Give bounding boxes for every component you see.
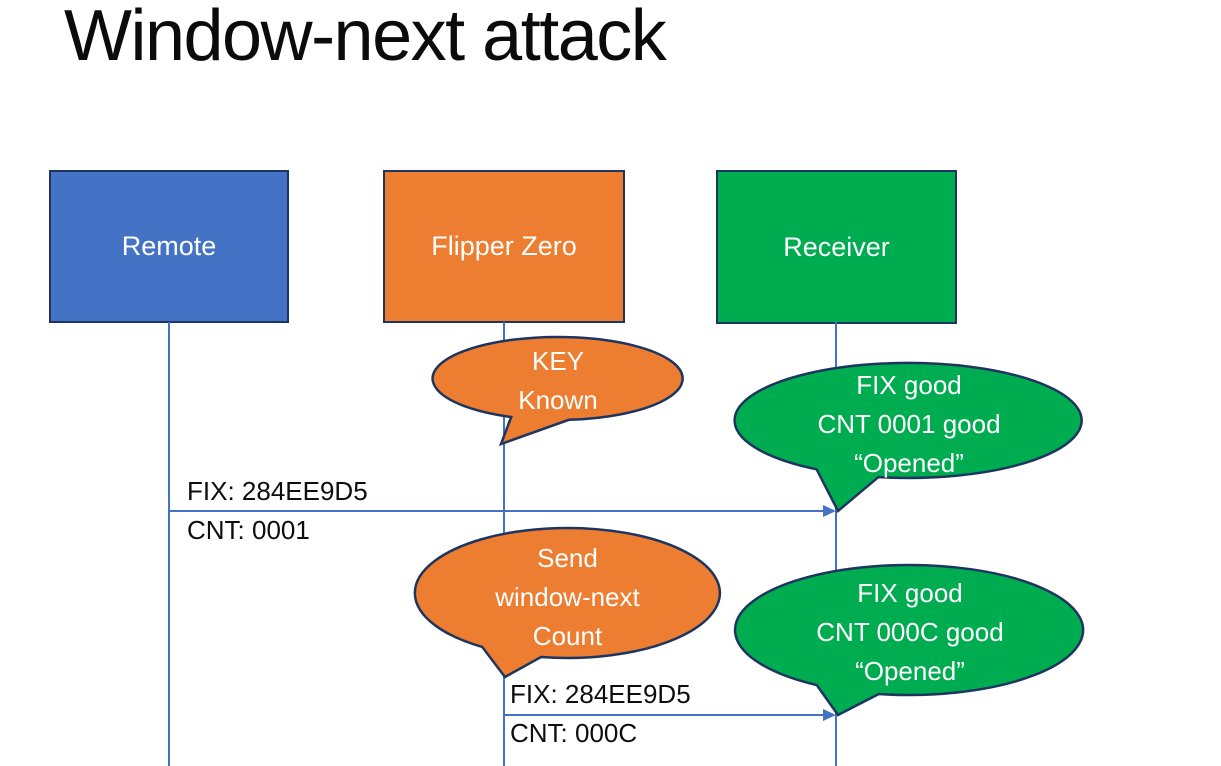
callout-line: FIX good bbox=[856, 370, 962, 400]
actor-label-remote: Remote bbox=[121, 231, 217, 261]
arrow-head-icon bbox=[823, 505, 836, 517]
message2-cnt-label: CNT: 000C bbox=[510, 718, 638, 748]
callout-line: CNT 000C good bbox=[816, 617, 1004, 647]
slide-title: Window-next attack bbox=[64, 0, 667, 76]
callout-text-send-window-next: Send window-next Count bbox=[429, 539, 706, 656]
callout-line: window-next bbox=[495, 582, 640, 612]
callout-line: Known bbox=[518, 385, 598, 415]
callout-line: FIX good bbox=[857, 578, 963, 608]
lifeline-receiver bbox=[835, 322, 837, 766]
arrow-head-icon bbox=[823, 709, 836, 721]
callout-line: Count bbox=[532, 621, 603, 651]
message1-fix-label: FIX: 284EE9D5 bbox=[187, 476, 368, 506]
message1-cnt-label: CNT: 0001 bbox=[187, 515, 310, 545]
callout-line: KEY bbox=[531, 346, 585, 376]
callout-line: Send bbox=[537, 543, 598, 573]
callout-text-opened-1: FIX good CNT 0001 good “Opened” bbox=[758, 366, 1060, 483]
actor-box-remote: Remote bbox=[49, 170, 289, 323]
callout-line: CNT 0001 good bbox=[817, 409, 1001, 439]
actor-box-flipper-zero: Flipper Zero bbox=[383, 170, 625, 323]
arrow-shaft bbox=[169, 510, 824, 512]
callout-line: “Opened” bbox=[855, 656, 965, 686]
lifeline-remote bbox=[168, 322, 170, 766]
actor-box-receiver: Receiver bbox=[716, 170, 957, 324]
actor-label-flipper-zero: Flipper Zero bbox=[431, 231, 577, 261]
arrow-shaft bbox=[504, 714, 824, 716]
callout-text-key-known: KEY Known bbox=[433, 342, 683, 420]
callout-line: “Opened” bbox=[854, 448, 964, 478]
actor-label-receiver: Receiver bbox=[783, 231, 890, 262]
callout-text-opened-2: FIX good CNT 000C good “Opened” bbox=[759, 574, 1061, 691]
message2-fix-label: FIX: 284EE9D5 bbox=[510, 679, 691, 709]
